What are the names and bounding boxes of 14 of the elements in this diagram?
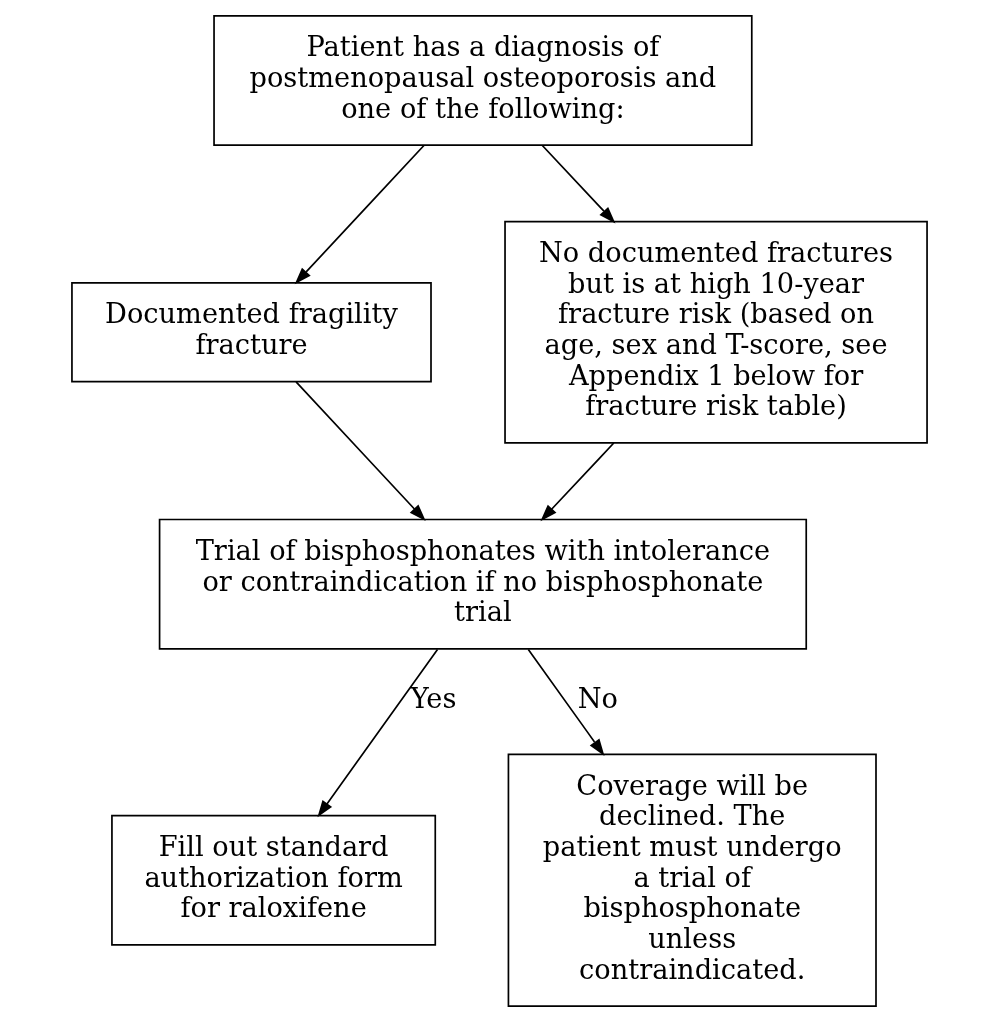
node-box: Documented fragility fracture: [71, 281, 432, 383]
node-box: Trial of bisphosphonates with intolerance or contraindication if no bisphosphonate trial: [158, 518, 808, 650]
arrow: [295, 380, 426, 521]
arrow: [294, 144, 425, 284]
arrow: [317, 648, 439, 817]
arrow: [527, 648, 605, 756]
node-box: Coverage will be declined. The patient must undergo a trial of bisphosphonate unless contraindicated.: [507, 753, 877, 1007]
arrow: [540, 441, 615, 521]
edge-label: Yes: [410, 682, 457, 714]
edge-label: No: [577, 682, 618, 714]
arrow: [541, 144, 616, 223]
node-box: Fill out standard authorization form for raloxifene: [111, 814, 437, 946]
node-box: Patient has a diagnosis of postmenopausal osteoporosis and one of the following:: [213, 14, 753, 146]
node-box: No documented fractures but is at high 10-year fracture risk (based on age, sex and T-score, see Appendix 1 below for fracture risk table): [504, 220, 928, 444]
